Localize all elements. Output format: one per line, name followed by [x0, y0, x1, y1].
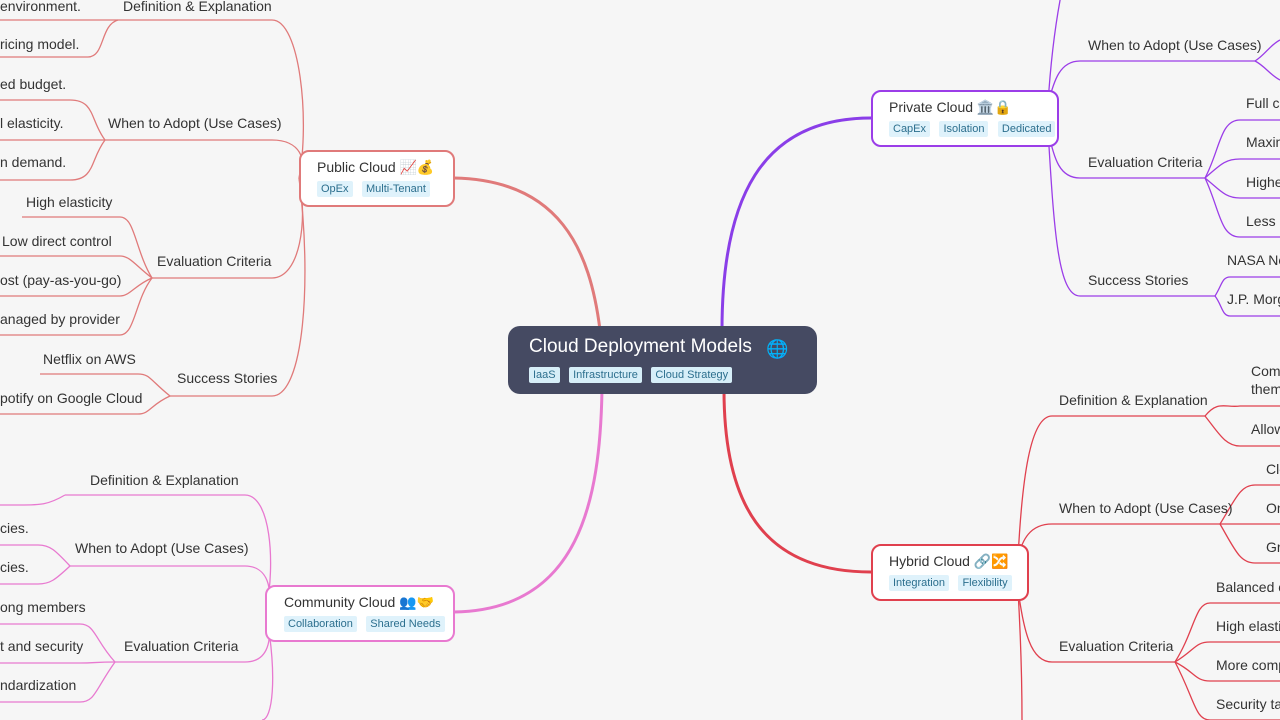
community-leaf[interactable]: cies. — [0, 520, 29, 536]
public-branch-evaluation[interactable]: Evaluation Criteria — [157, 253, 272, 269]
public-cloud-tag: Multi-Tenant — [361, 181, 430, 197]
private-leaf[interactable]: Less e — [1246, 213, 1280, 229]
private-leaf[interactable]: J.P. Morg — [1227, 291, 1280, 307]
root-tag: IaaS — [529, 367, 560, 383]
private-cloud-tag: CapEx — [889, 121, 931, 137]
public-leaf[interactable]: n demand. — [0, 154, 67, 170]
private-leaf[interactable]: Maxim — [1246, 134, 1280, 150]
private-leaf[interactable]: Full co — [1246, 95, 1280, 111]
community-branch-definition[interactable]: Definition & Explanation — [90, 472, 239, 488]
hybrid-branch-definition[interactable]: Definition & Explanation — [1059, 392, 1208, 408]
public-leaf[interactable]: ed budget. — [0, 76, 67, 92]
public-leaf[interactable]: Netflix on AWS — [43, 351, 136, 367]
globe-icon: 🌐 — [766, 339, 789, 359]
public-branch-use-cases[interactable]: When to Adopt (Use Cases) — [108, 115, 282, 131]
public-leaf[interactable]: environment. — [0, 0, 81, 14]
hybrid-branch-use-cases[interactable]: When to Adopt (Use Cases) — [1059, 500, 1233, 516]
public-leaf[interactable]: potify on Google Cloud — [0, 390, 143, 406]
hybrid-leaf[interactable]: On — [1266, 500, 1280, 516]
community-cloud-title: Community Cloud 👥🤝 — [284, 594, 435, 610]
hybrid-leaf[interactable]: Comb them — [1251, 363, 1280, 397]
public-cloud-tag: OpEx — [317, 181, 353, 197]
private-cloud-node[interactable]: Private Cloud 🏛️🔒 CapEx Isolation Dedica… — [871, 90, 1059, 147]
hybrid-branch-evaluation[interactable]: Evaluation Criteria — [1059, 638, 1174, 654]
public-leaf[interactable]: l elasticity. — [0, 115, 64, 131]
hybrid-leaf[interactable]: Security ta — [1216, 696, 1280, 712]
hybrid-leaf[interactable]: Gr — [1266, 539, 1280, 555]
private-branch-success[interactable]: Success Stories — [1088, 272, 1189, 288]
hybrid-leaf[interactable]: Clo — [1266, 461, 1280, 477]
private-branch-use-cases[interactable]: When to Adopt (Use Cases) — [1088, 37, 1262, 53]
hybrid-cloud-tag: Integration — [889, 575, 949, 591]
public-leaf[interactable]: High elasticity — [26, 194, 113, 210]
private-cloud-tag: Isolation — [939, 121, 989, 137]
community-cloud-tag: Collaboration — [284, 616, 357, 632]
community-cloud-tag: Shared Needs — [366, 616, 445, 632]
hybrid-cloud-title: Hybrid Cloud 🔗🔀 — [889, 553, 1009, 569]
private-branch-evaluation[interactable]: Evaluation Criteria — [1088, 154, 1203, 170]
community-branch-use-cases[interactable]: When to Adopt (Use Cases) — [75, 540, 249, 556]
community-cloud-node[interactable]: Community Cloud 👥🤝 Collaboration Shared … — [265, 585, 455, 642]
root-title: Cloud Deployment Models — [529, 336, 752, 357]
root-tag: Infrastructure — [569, 367, 642, 383]
private-cloud-tag: Dedicated — [997, 121, 1056, 137]
community-leaf[interactable]: cies. — [0, 559, 29, 575]
community-leaf[interactable]: t and security — [0, 638, 84, 654]
private-leaf[interactable]: NASA Neb — [1227, 252, 1280, 268]
community-leaf[interactable]: ong members — [0, 599, 86, 615]
hybrid-leaf[interactable]: More comp — [1216, 657, 1280, 673]
public-leaf[interactable]: Low direct control — [2, 233, 112, 249]
private-leaf[interactable]: Highe — [1246, 174, 1280, 190]
public-cloud-node[interactable]: Public Cloud 📈💰 OpEx Multi-Tenant — [299, 150, 455, 207]
hybrid-leaf[interactable]: Balanced c — [1216, 579, 1280, 595]
private-cloud-title: Private Cloud 🏛️🔒 — [889, 99, 1012, 115]
hybrid-cloud-tag: Flexibility — [958, 575, 1012, 591]
hybrid-cloud-node[interactable]: Hybrid Cloud 🔗🔀 Integration Flexibility — [871, 544, 1029, 601]
root-node[interactable]: Cloud Deployment Models 🌐 IaaS Infrastru… — [508, 326, 817, 394]
hybrid-leaf[interactable]: High elasti — [1216, 618, 1280, 634]
public-leaf[interactable]: anaged by provider — [0, 311, 120, 327]
hybrid-leaf[interactable]: Allow — [1251, 421, 1280, 437]
public-branch-success[interactable]: Success Stories — [177, 370, 278, 386]
root-tag: Cloud Strategy — [651, 367, 733, 383]
public-cloud-title: Public Cloud 📈💰 — [317, 159, 435, 175]
public-branch-definition[interactable]: Definition & Explanation — [123, 0, 272, 14]
community-branch-evaluation[interactable]: Evaluation Criteria — [124, 638, 239, 654]
community-leaf[interactable]: ndardization — [0, 677, 77, 693]
public-leaf[interactable]: ost (pay-as-you-go) — [0, 272, 122, 288]
public-leaf[interactable]: ricing model. — [0, 36, 80, 52]
